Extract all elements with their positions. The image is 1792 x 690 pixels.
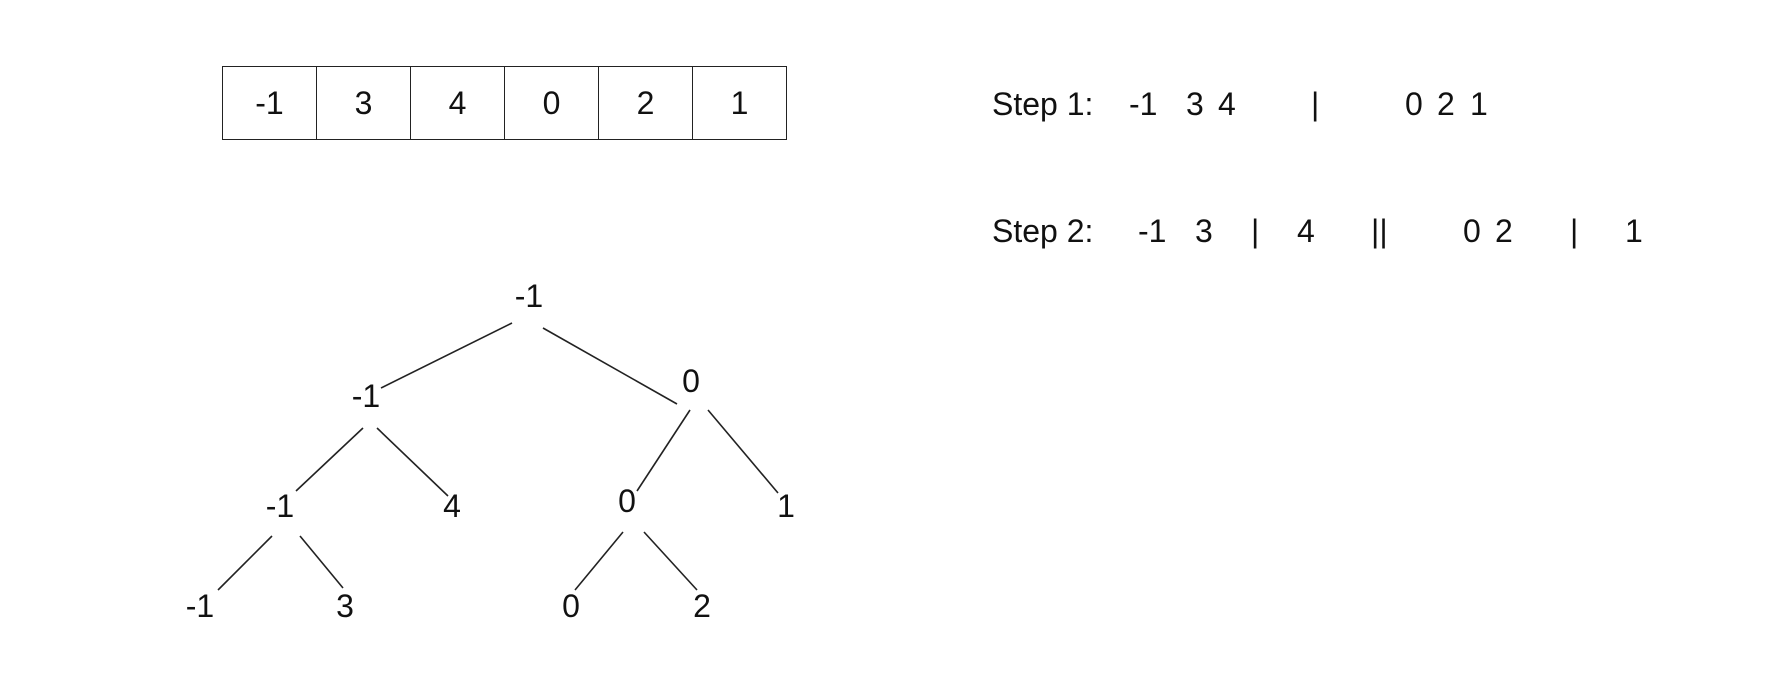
step-1-row: Step 1: -1 3 4 | 0 2 1 — [992, 86, 1488, 126]
step-token: 2 — [1495, 213, 1513, 249]
tree-edge — [376, 427, 449, 497]
step-token: -1 — [1129, 86, 1158, 122]
step-token: 0 — [1405, 86, 1423, 122]
tree-node: 3 — [336, 588, 354, 624]
step-separator: | — [1251, 213, 1260, 249]
array-cell: 0 — [505, 67, 599, 139]
step-token: 1 — [1625, 213, 1643, 249]
array-cell: -1 — [223, 67, 317, 139]
tree-edge — [643, 531, 698, 591]
tree-node: 4 — [443, 488, 461, 524]
step-token: 4 — [1297, 213, 1315, 249]
array-cell: 4 — [411, 67, 505, 139]
tree-edge — [295, 427, 364, 492]
step-separator: | — [1311, 86, 1320, 122]
step-token: 2 — [1437, 86, 1455, 122]
step-token: -1 — [1138, 213, 1167, 249]
step-token: 3 — [1186, 86, 1204, 122]
tree-node: -1 — [352, 378, 380, 414]
tree-node: 1 — [777, 488, 795, 524]
tree-node: 0 — [618, 483, 636, 519]
step-separator: | — [1570, 213, 1579, 249]
tree-node: -1 — [186, 588, 214, 624]
step-token: 4 — [1218, 86, 1236, 122]
tree-edge — [217, 535, 273, 591]
array-cell: 2 — [599, 67, 693, 139]
array-cell: 3 — [317, 67, 411, 139]
tree-edge — [707, 409, 779, 494]
step-2-row: Step 2: -1 3 | 4 || 0 2 | 1 — [992, 213, 1643, 253]
step-token: 3 — [1195, 213, 1213, 249]
step-separator: || — [1371, 213, 1388, 249]
tree-edges — [217, 322, 779, 591]
tree-node: 0 — [682, 363, 700, 399]
tree-nodes: -1 -1 0 -1 4 0 1 -1 3 0 2 — [186, 278, 795, 624]
tree-edge — [636, 409, 691, 492]
step-1-label: Step 1: — [992, 86, 1094, 122]
step-token: 1 — [1470, 86, 1488, 122]
tree-node: 2 — [693, 588, 711, 624]
array-cell: 1 — [693, 67, 787, 139]
step-token: 0 — [1463, 213, 1481, 249]
tree-node: 0 — [562, 588, 580, 624]
tree-edge — [542, 327, 678, 405]
step-2-label: Step 2: — [992, 213, 1094, 249]
tree-edge — [299, 535, 344, 589]
tree-edge — [574, 531, 624, 591]
input-array: -1 3 4 0 2 1 — [222, 66, 787, 140]
tree-node: -1 — [266, 488, 294, 524]
tree-edge — [380, 322, 513, 389]
tree-node: -1 — [515, 278, 543, 314]
